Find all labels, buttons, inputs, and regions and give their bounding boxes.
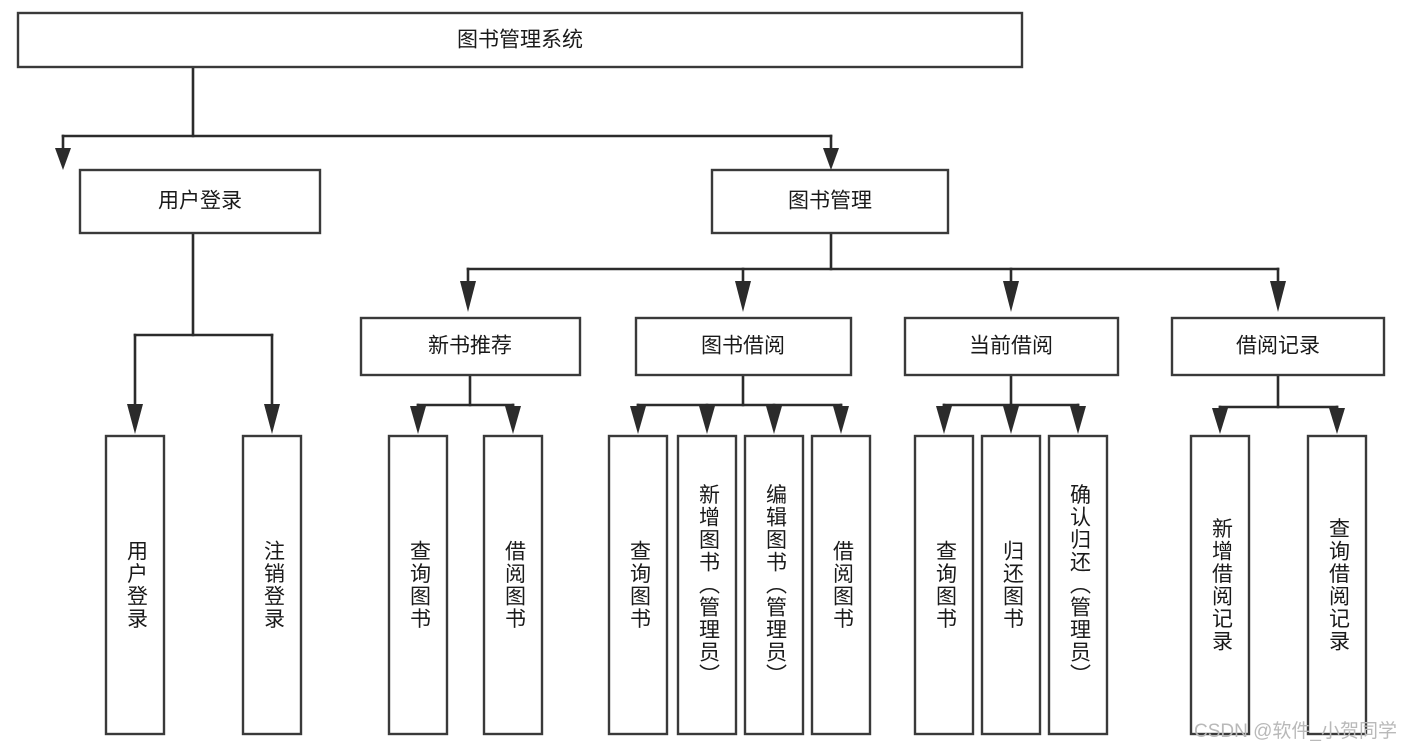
node-user-login-box[interactable] [78, 168, 322, 235]
leaf-query-book-3-box[interactable] [913, 434, 975, 736]
arrow-head-leaf-logout-login [264, 404, 280, 434]
arrow-head-book-borrow [735, 281, 751, 312]
leaf-logout-login-label: 注销登录 [261, 540, 285, 630]
arrow-head-leaf-borrow-book-1 [505, 406, 521, 434]
node-user-login-label: 用户登录 [158, 190, 242, 213]
leaf-node-query-book-2[interactable]: 查询图书 [607, 434, 669, 736]
leaf-return-book-label: 归还图书 [1000, 540, 1024, 630]
leaf-logout-login-box[interactable] [241, 434, 303, 736]
node-current-borrow[interactable]: 当前借阅 [903, 316, 1120, 377]
leaf-query-book-1-box[interactable] [387, 434, 449, 736]
node-borrow-record-label: 借阅记录 [1236, 335, 1320, 358]
leaf-node-borrow-book-2[interactable]: 借阅图书 [810, 434, 872, 736]
arrow-head-new-book-recommend [460, 281, 476, 312]
node-book-manage-label: 图书管理 [788, 190, 872, 213]
leaf-node-query-record[interactable]: 查询借阅记录 [1306, 434, 1368, 736]
leaf-borrow-book-2-box[interactable] [810, 434, 872, 736]
arrow-head-leaf-query-book-3 [936, 406, 952, 434]
arrow-head-leaf-confirm-return [1070, 406, 1086, 434]
arrow-head-user-login [55, 148, 71, 170]
leaf-node-borrow-book-1[interactable]: 借阅图书 [482, 434, 544, 736]
leaf-query-record-box[interactable] [1306, 434, 1368, 736]
node-book-manage-box[interactable] [710, 168, 950, 235]
node-borrow-record-box[interactable] [1170, 316, 1386, 377]
arrow-head-borrow-record [1270, 281, 1286, 312]
leaf-node-add-record[interactable]: 新增借阅记录 [1189, 434, 1251, 736]
leaf-user-login-label: 用户登录 [124, 540, 148, 630]
leaf-node-logout-login[interactable]: 注销登录 [241, 434, 303, 736]
arrow-head-leaf-return-book [1003, 406, 1019, 434]
leaf-edit-book-box[interactable] [743, 434, 805, 736]
leaf-return-book-box[interactable] [980, 434, 1042, 736]
node-root-box[interactable] [16, 11, 1024, 69]
leaf-edit-book-label: 编辑图书（管理员） [763, 484, 787, 687]
leaf-add-book-box[interactable] [676, 434, 738, 736]
leaf-confirm-return-box[interactable] [1047, 434, 1109, 736]
node-root[interactable]: 图书管理系统 [16, 11, 1024, 69]
leaf-confirm-return-label: 确认归还（管理员） [1067, 484, 1091, 687]
leaf-node-edit-book[interactable]: 编辑图书（管理员） [743, 434, 805, 736]
node-borrow-record[interactable]: 借阅记录 [1170, 316, 1386, 377]
arrow-head-leaf-query-book-2 [630, 406, 646, 434]
node-root-label: 图书管理系统 [457, 29, 583, 52]
node-book-manage[interactable]: 图书管理 [710, 168, 950, 235]
leaf-node-return-book[interactable]: 归还图书 [980, 434, 1042, 736]
node-book-borrow[interactable]: 图书借阅 [634, 316, 853, 377]
node-book-borrow-label: 图书借阅 [701, 335, 785, 358]
node-new-book-recommend[interactable]: 新书推荐 [359, 316, 582, 377]
leaf-node-query-book-3[interactable]: 查询图书 [913, 434, 975, 736]
node-current-borrow-label: 当前借阅 [969, 335, 1053, 358]
leaf-borrow-book-1-box[interactable] [482, 434, 544, 736]
leaf-node-confirm-return[interactable]: 确认归还（管理员） [1047, 434, 1109, 736]
leaf-add-record-box[interactable] [1189, 434, 1251, 736]
leaf-add-record-label: 新增借阅记录 [1209, 518, 1233, 653]
arrow-head-leaf-borrow-book-2 [833, 406, 849, 434]
arrow-head-leaf-query-record [1329, 408, 1345, 434]
leaf-query-record-label: 查询借阅记录 [1326, 518, 1350, 653]
node-current-borrow-box[interactable] [903, 316, 1120, 377]
leaf-borrow-book-1-label: 借阅图书 [502, 540, 526, 630]
leaf-query-book-2-label: 查询图书 [627, 540, 651, 630]
leaf-node-add-book[interactable]: 新增图书（管理员） [676, 434, 738, 736]
leaf-query-book-2-box[interactable] [607, 434, 669, 736]
watermark-label: CSDN @软件_小贺同学 [1194, 721, 1397, 742]
leaf-query-book-1-label: 查询图书 [407, 540, 431, 630]
arrow-head-leaf-add-book [699, 406, 715, 434]
leaf-query-book-3-label: 查询图书 [933, 540, 957, 630]
arrow-head-leaf-user-login [127, 404, 143, 434]
leaf-node-user-login[interactable]: 用户登录 [104, 434, 166, 736]
arrow-head-leaf-edit-book [766, 406, 782, 434]
arrow-head-leaf-query-book-1 [410, 406, 426, 434]
arrow-head-current-borrow [1003, 281, 1019, 312]
leaf-borrow-book-2-label: 借阅图书 [830, 540, 854, 630]
leaf-user-login-box[interactable] [104, 434, 166, 736]
leaf-add-book-label: 新增图书（管理员） [696, 484, 720, 687]
node-new-book-recommend-label: 新书推荐 [428, 335, 512, 358]
connector-layer [55, 65, 1345, 434]
node-new-book-recommend-box[interactable] [359, 316, 582, 377]
arrow-head-leaf-add-record [1212, 408, 1228, 434]
arrow-head-book-manage [823, 148, 839, 170]
node-book-borrow-box[interactable] [634, 316, 853, 377]
leaf-node-query-book-1[interactable]: 查询图书 [387, 434, 449, 736]
node-user-login[interactable]: 用户登录 [78, 168, 322, 235]
